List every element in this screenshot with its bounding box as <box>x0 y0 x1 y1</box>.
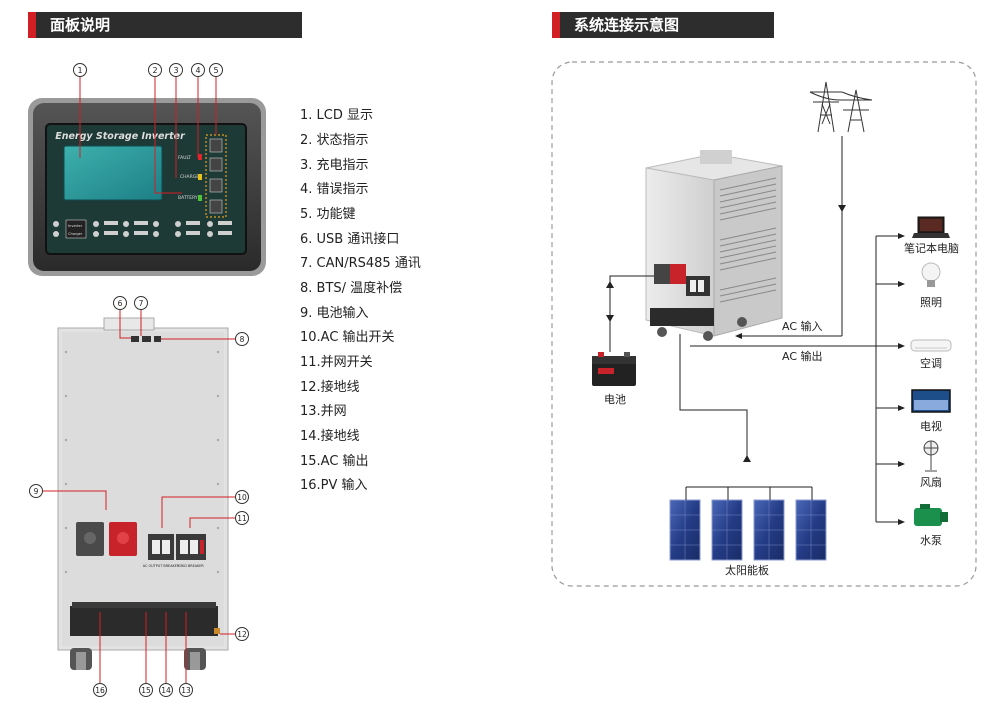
laptop-icon <box>912 216 950 238</box>
legend-item: 8. BTS/ 温度补偿 <box>300 281 403 296</box>
load-label-pump: 水泵 <box>920 534 942 547</box>
air-conditioner-icon <box>910 339 952 352</box>
callout-1: 1 <box>77 66 82 75</box>
front-panel: Energy Storage Inverter FAULT CHARGE BAT… <box>28 98 266 276</box>
battery-image <box>592 352 636 386</box>
legend-item: 4. 错误指示 <box>300 182 369 197</box>
callout-4: 4 <box>195 66 200 75</box>
legend-item: 14.接地线 <box>300 429 360 444</box>
legend-item: 10.AC 输出开关 <box>300 330 395 345</box>
water-pump-icon <box>914 504 948 526</box>
callout-3: 3 <box>173 66 178 75</box>
function-key-2[interactable] <box>209 157 223 172</box>
rear-callout-circles <box>29 296 249 697</box>
callout-7: 7 <box>139 299 144 308</box>
load-label-laptop: 笔记本电脑 <box>904 242 959 255</box>
solar-panel-label: 太阳能板 <box>725 564 769 577</box>
light-bulb-icon <box>921 262 941 287</box>
callout-13: 13 <box>181 686 191 695</box>
legend-item: 12.接地线 <box>300 380 360 395</box>
inverter-button-label: Inverter <box>68 224 83 228</box>
callout-9: 9 <box>34 487 39 496</box>
connection-lines <box>609 136 900 523</box>
fault-led <box>198 154 202 160</box>
fan-icon <box>923 440 939 472</box>
usb-port[interactable] <box>131 336 139 342</box>
power-tower-icon <box>809 81 873 133</box>
charger-button-label: Charger <box>68 232 83 236</box>
charge-led <box>198 174 202 180</box>
front-panel-callouts <box>79 76 217 194</box>
right-section-title: 系统连接示意图 <box>574 16 680 34</box>
ac-output-breaker[interactable] <box>148 534 174 560</box>
callout-12: 12 <box>237 630 247 639</box>
bts-port[interactable] <box>154 336 161 342</box>
legend-item: 15.AC 输出 <box>300 454 369 469</box>
inverter-cabinet-image <box>645 150 783 341</box>
legend-item: 6. USB 通讯接口 <box>300 232 400 247</box>
load-label-fan: 风扇 <box>920 476 942 489</box>
load-label-tv: 电视 <box>920 420 942 433</box>
callout-8: 8 <box>240 335 245 344</box>
left-section-title: 面板说明 <box>50 16 111 34</box>
fault-label: FAULT <box>178 155 191 161</box>
rear-view: AC OUTPUT BREAKER GRID BREAKER <box>57 317 229 670</box>
battery-led <box>198 195 202 201</box>
arrowheads <box>606 205 905 525</box>
legend-item: 3. 充电指示 <box>300 158 369 173</box>
terminal-strip <box>70 606 218 636</box>
battery-label: 电池 <box>604 393 626 406</box>
callout-11: 11 <box>237 514 247 523</box>
callout-5: 5 <box>213 66 218 75</box>
load-label-lighting: 照明 <box>920 296 942 309</box>
solar-panel-array <box>669 499 827 561</box>
callout-16: 16 <box>95 686 105 695</box>
legend-item: 9. 电池输入 <box>300 306 369 321</box>
callout-6: 6 <box>118 299 123 308</box>
callout-14: 14 <box>161 686 171 695</box>
can-rs485-port[interactable] <box>142 336 151 342</box>
panel-brand-text: Energy Storage Inverter <box>55 131 186 142</box>
tv-icon <box>911 389 951 413</box>
function-key-1[interactable] <box>209 138 223 153</box>
status-indicator-row <box>53 221 232 237</box>
accent-bar <box>552 12 560 38</box>
legend-item: 16.PV 输入 <box>300 478 368 493</box>
accent-bar <box>28 12 36 38</box>
function-key-4[interactable] <box>209 199 223 214</box>
ac-output-label: AC 输出 <box>782 350 823 363</box>
battery-label: BATTERY <box>178 195 198 201</box>
left-section-header: 面板说明 <box>28 12 302 38</box>
function-key-3[interactable] <box>209 178 223 193</box>
diagram-frame <box>551 61 977 587</box>
ac-output-breaker-label: AC OUTPUT BREAKER <box>143 564 180 568</box>
inverter-charger-button[interactable] <box>65 219 87 239</box>
grid-breaker-label: GRID BREAKER <box>178 564 204 568</box>
lcd-screen <box>63 145 163 201</box>
ac-input-label: AC 输入 <box>782 320 823 333</box>
right-section-header: 系统连接示意图 <box>552 12 774 38</box>
rear-callouts <box>43 309 236 684</box>
callout-10: 10 <box>237 493 247 502</box>
charge-label: CHARGE <box>180 174 199 180</box>
front-callout-circles <box>73 63 223 77</box>
legend-item: 2. 状态指示 <box>300 133 369 148</box>
load-label-ac: 空调 <box>920 357 942 370</box>
callout-15: 15 <box>141 686 151 695</box>
legend-item: 7. CAN/RS485 通讯 <box>300 256 421 271</box>
callout-2: 2 <box>152 66 157 75</box>
legend-item: 11.并网开关 <box>300 355 373 370</box>
legend-item: 5. 功能键 <box>300 207 356 222</box>
legend-item: 13.并网 <box>300 404 347 419</box>
legend-item: 1. LCD 显示 <box>300 108 373 123</box>
